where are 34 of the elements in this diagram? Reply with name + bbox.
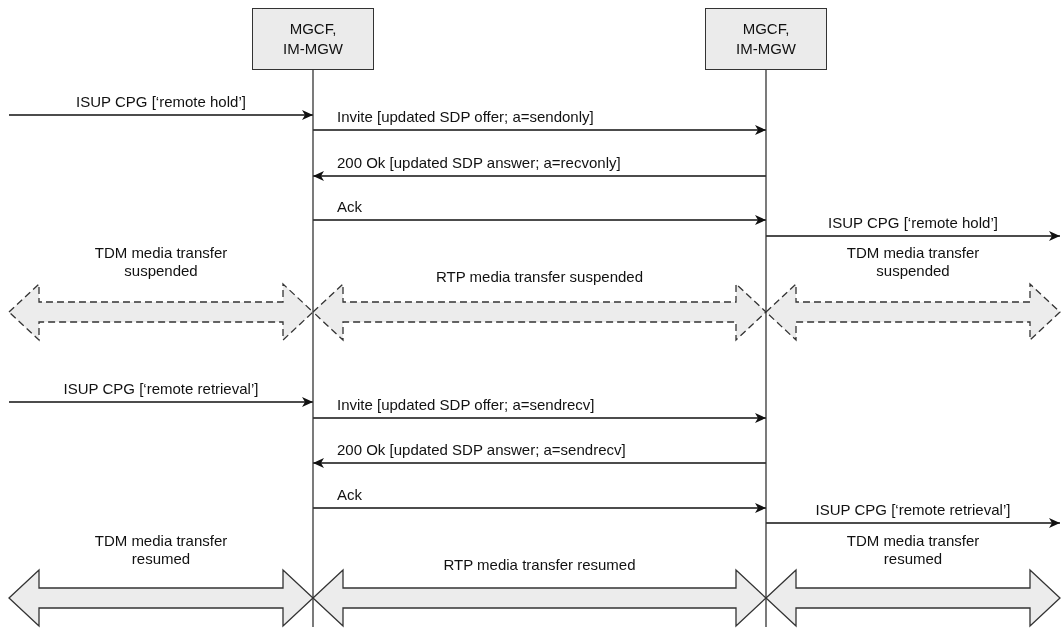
message-label: Ack xyxy=(337,486,362,504)
message-label: Invite [updated SDP offer; a=sendrecv] xyxy=(337,396,595,414)
message-arrow xyxy=(312,171,767,181)
media-status-label: RTP media transfer resumed xyxy=(442,556,637,574)
message-arrow xyxy=(8,397,314,407)
message-arrow xyxy=(765,518,1061,528)
message-arrow xyxy=(312,458,767,468)
double-block-arrow xyxy=(312,568,767,628)
message-arrow xyxy=(312,215,767,225)
media-status-label: TDM media transfer resumed xyxy=(93,532,229,568)
double-block-arrow xyxy=(765,282,1061,342)
message-label: Invite [updated SDP offer; a=sendonly] xyxy=(337,108,594,126)
double-block-arrow xyxy=(8,568,314,628)
entity-name: MGCF, IM-MGW xyxy=(735,19,797,59)
entity-name: MGCF, IM-MGW xyxy=(282,19,344,59)
message-arrow xyxy=(312,125,767,135)
message-arrow xyxy=(312,503,767,513)
media-status-label: TDM media transfer suspended xyxy=(93,244,229,280)
double-block-arrow xyxy=(312,282,767,342)
message-label: ISUP CPG [‘remote retrieval’] xyxy=(62,380,260,398)
message-label: ISUP CPG [‘remote retrieval’] xyxy=(814,501,1012,519)
media-status-label: TDM media transfer suspended xyxy=(845,244,981,280)
media-status-label: RTP media transfer suspended xyxy=(434,268,645,286)
message-label: ISUP CPG [‘remote hold’] xyxy=(827,214,999,232)
message-arrow xyxy=(8,110,314,120)
message-label: Ack xyxy=(337,198,362,216)
message-label: 200 Ok [updated SDP answer; a=recvonly] xyxy=(337,154,621,172)
message-label: 200 Ok [updated SDP answer; a=sendrecv] xyxy=(337,441,626,459)
double-block-arrow xyxy=(8,282,314,342)
message-arrow xyxy=(765,231,1061,241)
media-status-label: TDM media transfer resumed xyxy=(845,532,981,568)
message-label: ISUP CPG [‘remote hold’] xyxy=(75,93,247,111)
message-arrow xyxy=(312,413,767,423)
double-block-arrow xyxy=(765,568,1061,628)
